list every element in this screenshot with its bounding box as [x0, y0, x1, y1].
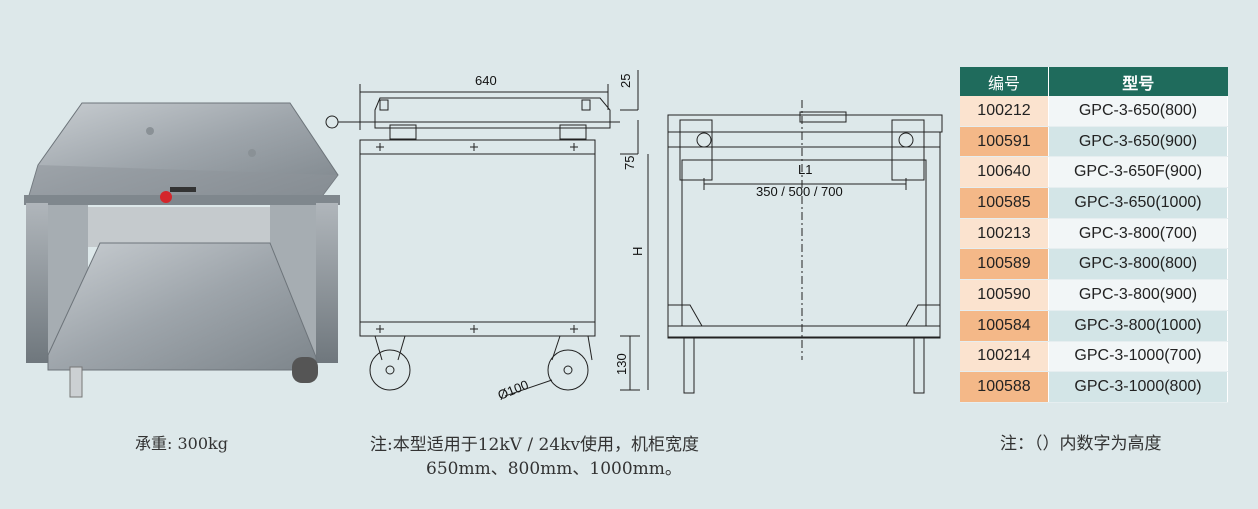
note-line-1: 注:本型适用于12kV / 24kv使用，机柜宽度	[370, 435, 700, 455]
row-model: GPC-3-650(1000)	[1048, 187, 1228, 219]
height-note: 注：（）内数字为高度	[1000, 434, 1162, 454]
width-dim-label: 640	[475, 73, 497, 88]
offset-dim-label: 75	[622, 156, 637, 170]
row-id: 100590	[960, 279, 1049, 311]
table-header-row: 编号 型号	[960, 67, 1228, 96]
row-id: 100585	[960, 187, 1049, 219]
wheel-height-dim-label: 130	[614, 353, 629, 375]
wheel-dia-dim-label: Ø100	[496, 377, 531, 400]
row-model: GPC-3-650F(900)	[1048, 156, 1228, 189]
side-view-drawing: L1 350 / 500 / 700	[667, 100, 943, 394]
row-model: GPC-3-800(900)	[1048, 279, 1228, 311]
row-model: GPC-3-650(900)	[1048, 126, 1228, 158]
l1-label: L1	[798, 162, 812, 177]
header-model: 型号	[1048, 67, 1228, 96]
row-id: 100640	[960, 156, 1049, 189]
row-id: 100213	[960, 218, 1049, 250]
front-view-drawing: 640 25 75 H 130 Ø100	[325, 70, 649, 400]
row-model: GPC-3-1000(700)	[1048, 341, 1228, 373]
note-line-2: 650mm、800mm、1000mm。	[426, 459, 682, 479]
row-id: 100591	[960, 126, 1049, 158]
applicability-note: 注:本型适用于12kV / 24kv使用，机柜宽度 650mm、800mm、10…	[370, 433, 699, 481]
row-id: 100214	[960, 341, 1049, 373]
row-id: 100588	[960, 371, 1049, 403]
row-model: GPC-3-800(700)	[1048, 218, 1228, 250]
trolley-photo	[24, 102, 340, 398]
top-offset-dim-label: 25	[618, 74, 633, 88]
row-id: 100212	[960, 96, 1049, 127]
header-id: 编号	[960, 67, 1049, 96]
row-id: 100589	[960, 248, 1049, 281]
row-model: GPC-3-800(1000)	[1048, 310, 1228, 342]
load-capacity-caption: 承重: 300kg	[135, 434, 228, 453]
row-model: GPC-3-650(800)	[1048, 96, 1228, 127]
row-model: GPC-3-1000(800)	[1048, 371, 1228, 403]
l1-values: 350 / 500 / 700	[756, 184, 843, 199]
row-model: GPC-3-800(800)	[1048, 248, 1228, 281]
height-dim-label: H	[630, 247, 645, 256]
row-id: 100584	[960, 310, 1049, 342]
